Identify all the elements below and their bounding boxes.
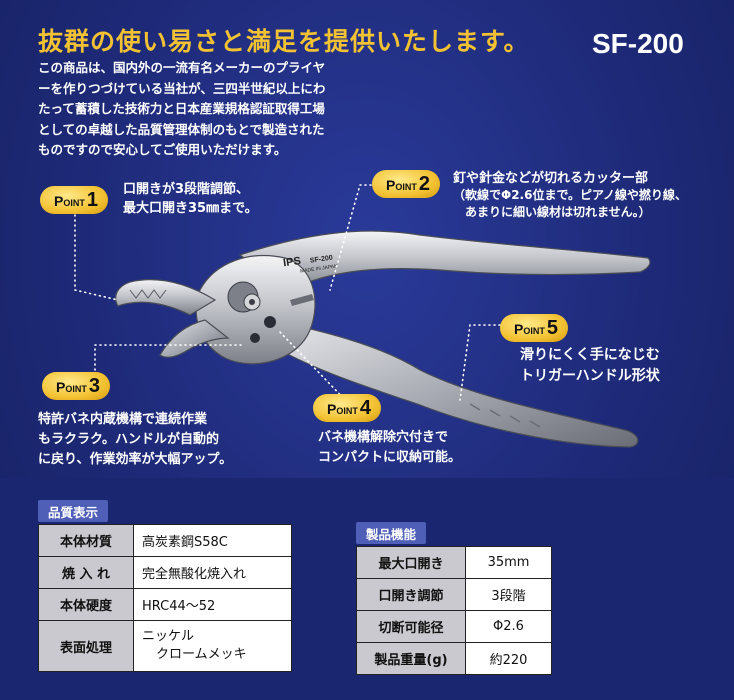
model-number: SF-200 xyxy=(592,28,684,59)
point-4-text: バネ機構解除穴付きで コンパクトに収納可能。 xyxy=(318,428,461,468)
table-value: Φ2.6 xyxy=(465,610,552,643)
table-value: 35mm xyxy=(465,546,552,579)
badge-word: OINT xyxy=(63,198,85,208)
table-value-line: ニッケル xyxy=(142,629,195,644)
quality-table: 本体材質 高炭素鋼S58C 焼 入 れ 完全無酸化焼入れ 本体硬度 HRC44～… xyxy=(38,524,292,672)
intro-line: たって蓄積した技術力と日本産業規格認証取得工場 xyxy=(38,101,325,116)
point-line: もラクラク。ハンドルが自動的 xyxy=(38,432,219,447)
point-line: 釘や針金などが切れるカッター部 xyxy=(453,171,649,186)
function-table-heading: 製品機能 xyxy=(356,522,427,544)
table-row: 本体材質 高炭素鋼S58C xyxy=(38,524,292,557)
table-key: 表面処理 xyxy=(38,620,134,672)
table-row: 口開き調節 3段階 xyxy=(356,578,552,611)
point-line: に戻り、作業効率が大幅アップ。 xyxy=(38,452,233,467)
table-value: 完全無酸化焼入れ xyxy=(133,556,292,589)
badge-word: OINT xyxy=(395,182,417,192)
upper-jaw xyxy=(115,279,217,316)
table-key: 最大口開き xyxy=(356,546,466,579)
badge-number: 4 xyxy=(359,397,371,419)
badge-letter: P xyxy=(514,321,524,337)
table-key: 切断可能径 xyxy=(356,610,466,643)
point-line: トリガーハンドル形状 xyxy=(520,368,660,384)
leader-lines xyxy=(0,0,734,480)
badge-word: OINT xyxy=(523,326,545,336)
point-5-text: 滑りにくく手になじむ トリガーハンドル形状 xyxy=(520,345,660,387)
badge-letter: P xyxy=(56,379,66,395)
badge-number: 5 xyxy=(546,317,558,339)
table-row: 最大口開き 35mm xyxy=(356,546,552,579)
point-line: 口開きが3段階調節、 xyxy=(123,182,250,197)
function-table: 最大口開き 35mm 口開き調節 3段階 切断可能径 Φ2.6 製品重量(g) … xyxy=(356,546,552,675)
table-key: 口開き調節 xyxy=(356,578,466,611)
table-value: 高炭素鋼S58C xyxy=(133,524,292,557)
table-value: HRC44～52 xyxy=(133,588,292,621)
table-value: 3段階 xyxy=(465,578,552,611)
point-1-text: 口開きが3段階調節、 最大口開き35㎜まで。 xyxy=(123,180,258,218)
lower-handle xyxy=(269,319,639,448)
intro-line: ものですので安心してご使用いただけます。 xyxy=(38,142,287,157)
badge-letter: P xyxy=(327,401,337,417)
badge-letter: P xyxy=(386,177,396,193)
page-title: 抜群の使い易さと満足を提供いたします。 xyxy=(38,27,530,56)
table-row: 製品重量(g) 約220 xyxy=(356,642,552,675)
table-value: 約220 xyxy=(465,642,552,675)
intro-line: としての卓越した品質管理体制のもとで製造された xyxy=(38,121,325,137)
badge-number: 2 xyxy=(418,173,430,195)
intro-line: ーを作りつづけている当社が、三四半世紀以上にわ xyxy=(38,80,326,96)
table-key: 本体硬度 xyxy=(38,588,134,621)
intro-line: この商品は、国内外の一流有名メーカーのプライヤ xyxy=(38,60,326,75)
table-row: 切断可能径 Φ2.6 xyxy=(356,610,552,643)
point-3-text: 特許バネ内蔵機構で連続作業 もラクラク。ハンドルが自動的 に戻り、作業効率が大幅… xyxy=(38,410,232,470)
intro-text: この商品は、国内外の一流有名メーカーのプライヤ ーを作りつづけている当社が、三四… xyxy=(38,58,458,161)
point-line: コンパクトに収納可能。 xyxy=(318,450,462,465)
point-line: 最大口開き35㎜まで。 xyxy=(123,201,258,216)
table-value: ニッケル クロームメッキ xyxy=(133,620,292,672)
point-line: バネ機構解除穴付きで xyxy=(318,430,449,445)
table-value-line: クロームメッキ xyxy=(156,647,247,662)
point-2-text: 釘や針金などが切れるカッター部 （軟線でΦ2.6位まで。ピアノ線や撚り線、 あま… xyxy=(453,170,687,221)
lower-jaw xyxy=(159,319,230,358)
table-key: 本体材質 xyxy=(38,524,134,557)
badge-number: 3 xyxy=(88,375,100,397)
point-line: 特許バネ内蔵機構で連続作業 xyxy=(38,412,208,427)
table-row: 焼 入 れ 完全無酸化焼入れ xyxy=(38,556,292,589)
badge-word: OINT xyxy=(65,384,87,394)
table-key: 焼 入 れ xyxy=(38,556,134,589)
point-line: 滑りにくく手になじむ xyxy=(520,347,660,363)
table-key: 製品重量(g) xyxy=(356,642,466,675)
badge-word: OINT xyxy=(336,406,358,416)
table-row: 表面処理 ニッケル クロームメッキ xyxy=(38,620,292,672)
badge-number: 1 xyxy=(86,189,98,211)
point-line: あまりに細い線材は切れません。） xyxy=(453,205,651,219)
point-line: （軟線でΦ2.6位まで。ピアノ線や撚り線、 xyxy=(453,188,687,202)
quality-table-heading: 品質表示 xyxy=(38,500,109,522)
badge-letter: P xyxy=(54,193,64,209)
table-row: 本体硬度 HRC44～52 xyxy=(38,588,292,621)
